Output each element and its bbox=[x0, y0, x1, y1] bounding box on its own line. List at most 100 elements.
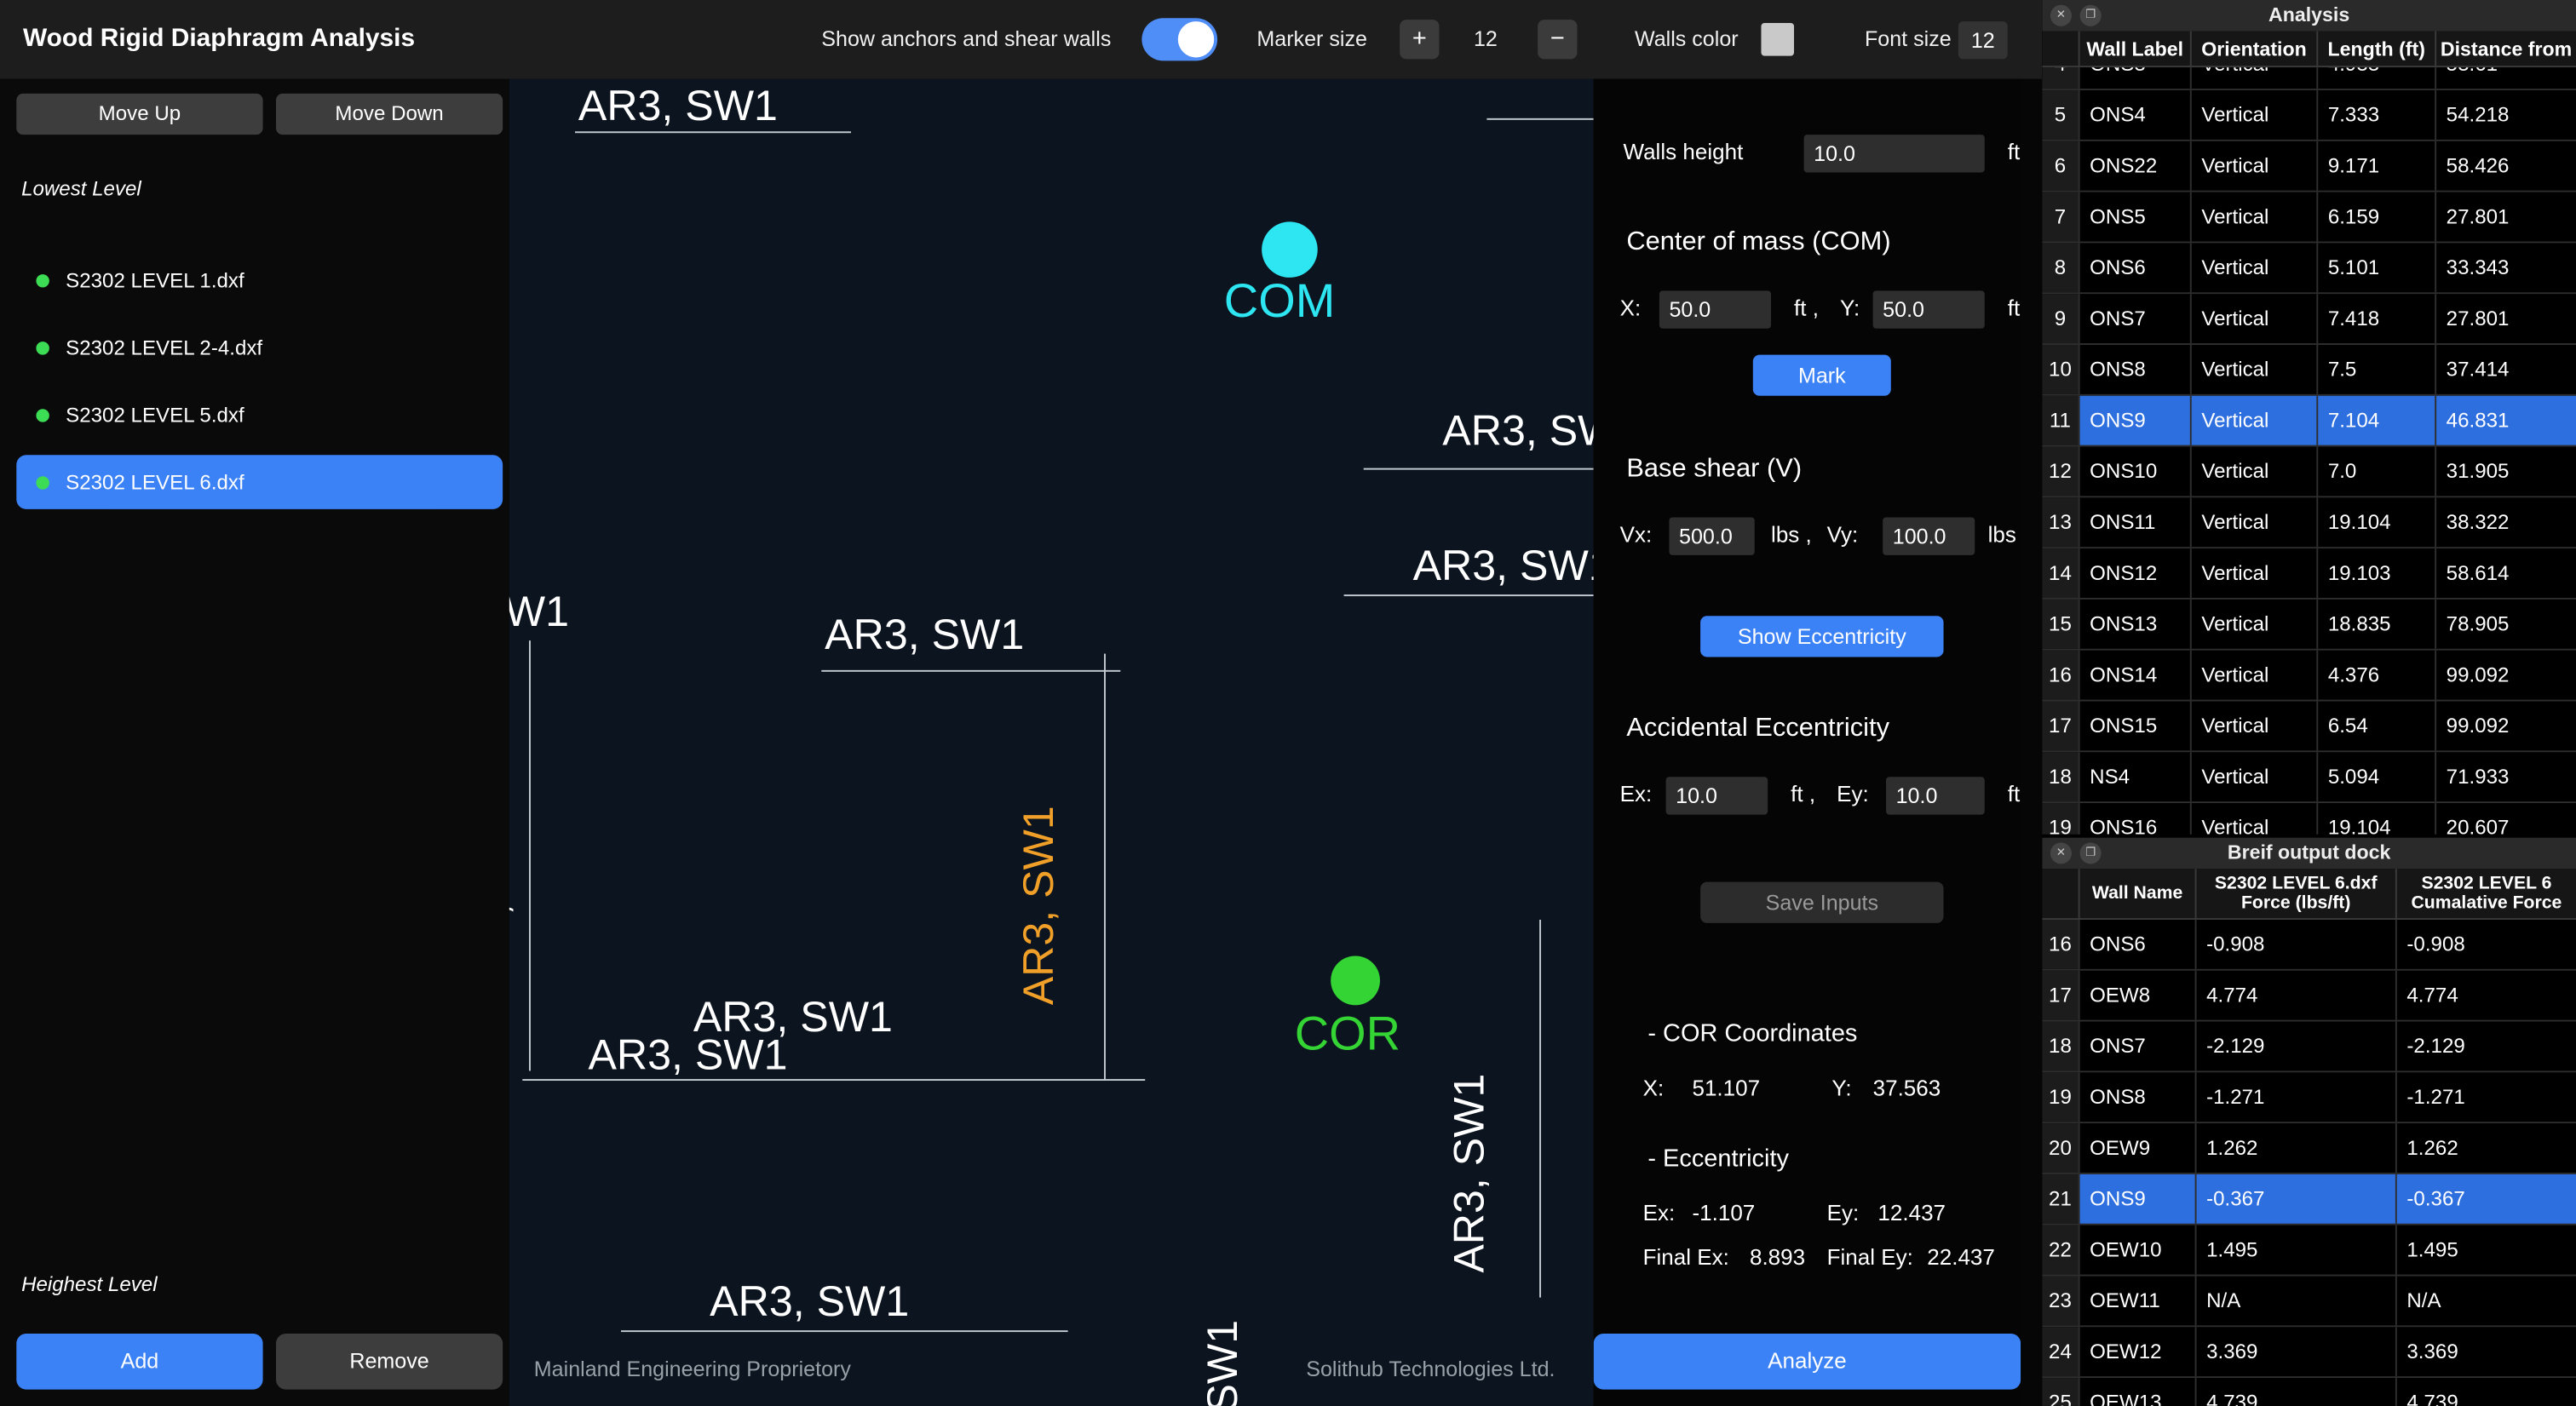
table-cell[interactable]: N/A bbox=[2406, 1288, 2441, 1312]
com-marker[interactable] bbox=[1262, 221, 1318, 278]
column-header[interactable]: S2302 LEVEL 6.dxf Force (lbs/ft) bbox=[2197, 869, 2397, 919]
table-cell[interactable]: 38.322 bbox=[2446, 510, 2510, 534]
table-cell[interactable]: ONS11 bbox=[2080, 497, 2192, 548]
table-cell[interactable]: Vertical bbox=[2192, 192, 2319, 242]
table-row[interactable]: 4ONS3Vertical4.93353.61 bbox=[2042, 67, 2576, 91]
table-cell[interactable]: 7.0 bbox=[2318, 446, 2437, 496]
com-y-input[interactable] bbox=[1872, 290, 1985, 329]
sidebar-item-level[interactable]: S2302 LEVEL 1.dxf bbox=[16, 253, 503, 307]
table-cell[interactable]: ONS5 bbox=[2080, 192, 2192, 242]
table-cell[interactable]: -0.908 bbox=[2406, 933, 2465, 956]
table-cell[interactable]: 4.774 bbox=[2197, 970, 2397, 1020]
table-cell[interactable]: 78.905 bbox=[2446, 612, 2510, 636]
table-cell[interactable]: 37.414 bbox=[2446, 358, 2510, 382]
table-cell[interactable]: Vertical bbox=[2192, 243, 2319, 293]
table-cell[interactable]: ONS13 bbox=[2080, 599, 2192, 649]
table-cell[interactable]: -0.908 bbox=[2197, 920, 2397, 969]
marker-size-increase-button[interactable]: + bbox=[1400, 20, 1440, 60]
table-cell[interactable]: NS4 bbox=[2080, 752, 2192, 802]
table-cell[interactable]: 19.104 bbox=[2318, 803, 2437, 835]
table-cell[interactable]: -1.271 bbox=[2406, 1085, 2465, 1109]
table-cell[interactable]: 1.262 bbox=[2406, 1136, 2458, 1160]
table-cell[interactable]: ONS16 bbox=[2080, 803, 2192, 835]
float-icon[interactable]: ❐ bbox=[2079, 4, 2102, 26]
show-eccentricity-button[interactable]: Show Eccentricity bbox=[1700, 616, 1944, 657]
table-cell[interactable]: ONS8 bbox=[2080, 1072, 2197, 1122]
table-cell[interactable]: 1.262 bbox=[2197, 1123, 2397, 1174]
table-cell[interactable]: 54.218 bbox=[2446, 103, 2510, 127]
table-cell[interactable]: 53.61 bbox=[2436, 67, 2576, 89]
table-cell[interactable]: -2.129 bbox=[2406, 1035, 2465, 1059]
table-cell[interactable]: ONS14 bbox=[2080, 650, 2192, 700]
column-header[interactable]: Wall Label bbox=[2080, 31, 2192, 66]
table-cell[interactable]: 58.614 bbox=[2446, 561, 2510, 585]
table-cell[interactable]: Vertical bbox=[2192, 752, 2319, 802]
table-cell[interactable]: ONS12 bbox=[2080, 548, 2192, 599]
table-cell[interactable]: 5.094 bbox=[2318, 752, 2437, 802]
table-cell[interactable]: ONS3 bbox=[2080, 67, 2192, 89]
table-cell[interactable]: ONS15 bbox=[2080, 701, 2192, 751]
table-cell[interactable]: 7.104 bbox=[2318, 395, 2437, 445]
table-cell[interactable]: Vertical bbox=[2192, 446, 2319, 496]
table-cell[interactable]: 7.5 bbox=[2318, 345, 2437, 394]
table-cell[interactable]: ONS7 bbox=[2080, 1021, 2197, 1071]
table-cell[interactable]: 4.739 bbox=[2197, 1378, 2397, 1406]
table-cell[interactable]: Vertical bbox=[2192, 650, 2319, 700]
table-cell[interactable]: ONS22 bbox=[2080, 141, 2192, 191]
table-cell[interactable]: ONS9 bbox=[2079, 395, 2192, 445]
sidebar-item-level[interactable]: S2302 LEVEL 5.dxf bbox=[16, 387, 503, 442]
table-cell[interactable]: 6.54 bbox=[2318, 701, 2437, 751]
table-cell[interactable]: 4.739 bbox=[2406, 1391, 2458, 1406]
table-cell[interactable]: 1.495 bbox=[2197, 1225, 2397, 1275]
vx-input[interactable] bbox=[1669, 517, 1755, 555]
sidebar-item-level[interactable]: S2302 LEVEL 6.dxf bbox=[16, 455, 503, 509]
column-header[interactable]: S2302 LEVEL 6 Cumalative Force bbox=[2411, 874, 2562, 914]
table-cell[interactable]: OEW11 bbox=[2080, 1276, 2197, 1326]
table-cell[interactable]: OEW9 bbox=[2080, 1123, 2197, 1174]
walls-height-input[interactable] bbox=[1803, 135, 1985, 173]
table-cell[interactable]: 3.369 bbox=[2406, 1340, 2458, 1363]
table-cell[interactable]: -0.367 bbox=[2196, 1174, 2397, 1224]
table-cell[interactable]: ONS4 bbox=[2080, 90, 2192, 140]
table-cell[interactable]: 99.092 bbox=[2446, 663, 2510, 687]
move-up-button[interactable]: Move Up bbox=[16, 93, 263, 135]
table-cell[interactable]: Vertical bbox=[2192, 701, 2319, 751]
table-cell[interactable]: N/A bbox=[2197, 1276, 2397, 1326]
table-cell[interactable]: 5.101 bbox=[2318, 243, 2437, 293]
table-cell[interactable]: 7.333 bbox=[2318, 90, 2437, 140]
table-cell[interactable]: ONS6 bbox=[2080, 243, 2192, 293]
save-inputs-button[interactable]: Save Inputs bbox=[1700, 881, 1944, 923]
table-cell[interactable]: 4.933 bbox=[2318, 67, 2437, 89]
table-cell[interactable]: Vertical bbox=[2192, 67, 2319, 89]
table-cell[interactable]: OEW10 bbox=[2080, 1225, 2197, 1275]
table-cell[interactable]: ONS8 bbox=[2080, 345, 2192, 394]
table-cell[interactable]: ONS6 bbox=[2080, 920, 2197, 969]
ey-input[interactable] bbox=[1886, 777, 1985, 815]
table-cell[interactable]: ONS10 bbox=[2080, 446, 2192, 496]
anchors-toggle[interactable] bbox=[1141, 18, 1218, 61]
column-header[interactable] bbox=[2042, 869, 2080, 919]
table-cell[interactable]: 27.801 bbox=[2446, 307, 2510, 330]
table-cell[interactable]: -2.129 bbox=[2197, 1021, 2397, 1071]
table-cell[interactable]: 4.774 bbox=[2406, 984, 2458, 1007]
table-cell[interactable]: Vertical bbox=[2192, 599, 2319, 649]
table-cell[interactable]: 18.835 bbox=[2318, 599, 2437, 649]
marker-size-decrease-button[interactable]: − bbox=[1538, 20, 1578, 60]
